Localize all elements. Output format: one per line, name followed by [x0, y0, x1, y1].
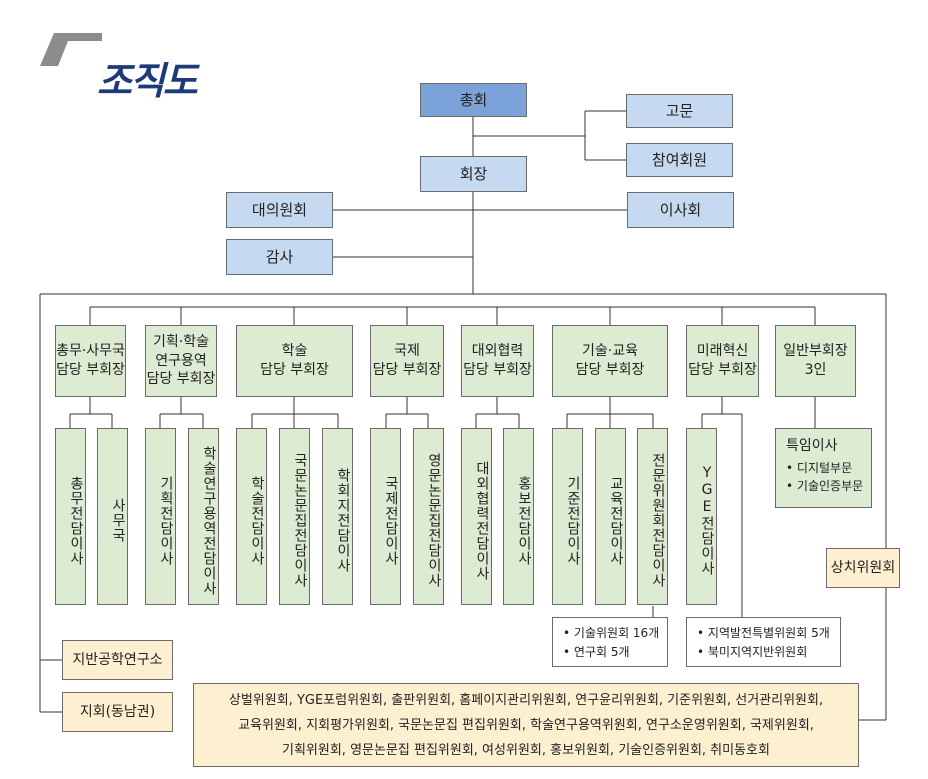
director-academic: 학술전담이사	[236, 428, 267, 605]
slash-mark-icon	[40, 33, 102, 66]
director-external-relations: 대외협력전담이사	[461, 428, 492, 605]
director-education: 교육전담이사	[595, 428, 626, 605]
director-planning: 기획전담이사	[145, 428, 176, 605]
board-box: 이사회	[627, 192, 734, 228]
list-item: 기술위원회 16개	[563, 624, 667, 643]
special-directors-item: • 디지털부문	[786, 460, 853, 475]
president-box: 회장	[420, 156, 527, 192]
director-society-magazine: 학회지전담이사	[322, 428, 353, 605]
director-international: 국제전담이사	[370, 428, 401, 605]
list-item: 북미지역지반위원회	[697, 643, 840, 662]
committees-line: 교육위원회, 지회평가위원회, 국문논문집 편집위원회, 학술연구용역위원회, …	[238, 718, 814, 733]
director-english-journal: 영문논문집전담이사	[413, 428, 444, 605]
list-item: 연구회 5개	[563, 643, 667, 662]
secretariat: 사무국	[97, 428, 128, 605]
committees-line: 기획위원회, 영문논문집 편집위원회, 여성위원회, 홍보위원회, 기술인증위원…	[282, 743, 770, 758]
future-committees-box: 지역발전특별위원회 5개 북미지역지반위원회	[686, 617, 841, 667]
page-title: 조직도	[97, 59, 198, 103]
general-assembly-box: 총회	[420, 83, 527, 117]
committees-line: 상벌위원회, YGE포럼위원회, 출판위원회, 홈페이지관리위원회, 연구윤리위…	[228, 693, 824, 708]
branch-box: 지회(동남권)	[62, 692, 173, 732]
delegates-council-box: 대의원회	[226, 192, 333, 228]
special-directors-box: 특임이사 • 디지털부문 • 기술인증부문	[775, 428, 872, 508]
institute-box: 지반공학연구소	[62, 640, 173, 680]
list-item: 지역발전특별위원회 5개	[697, 624, 840, 643]
director-korean-journal: 국문논문집전담이사	[279, 428, 310, 605]
special-directors-item: • 기술인증부문	[786, 478, 864, 493]
committees-box: 상벌위원회, YGE포럼위원회, 출판위원회, 홈페이지관리위원회, 연구윤리위…	[193, 683, 859, 767]
special-directors-title: 특임이사	[786, 438, 838, 454]
auditor-box: 감사	[226, 239, 333, 275]
standing-committee-box: 상치위원회	[826, 548, 900, 588]
director-expert-committee: 전문위원회전담이사	[637, 428, 668, 605]
director-research-service: 학술연구용역전담이사	[188, 428, 219, 605]
director-general-affairs: 총무전담이사	[55, 428, 86, 605]
tech-committees-box: 기술위원회 16개 연구회 5개	[552, 617, 668, 667]
director-public-relations: 홍보전담이사	[503, 428, 534, 605]
advisor-box: 고문	[626, 94, 733, 128]
director-yge: YGE전담이사	[686, 428, 717, 605]
director-standards: 기준전담이사	[552, 428, 583, 605]
participating-members-box: 참여회원	[626, 143, 733, 177]
